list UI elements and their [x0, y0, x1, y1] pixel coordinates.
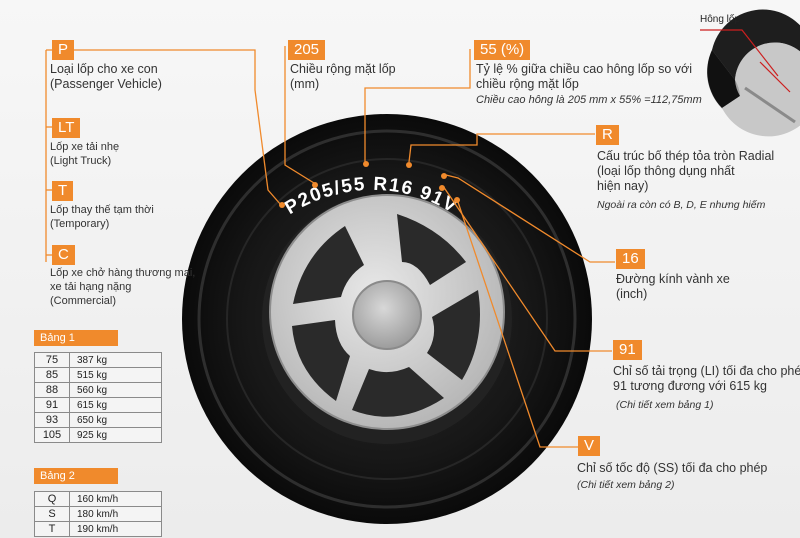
desc-lt-line-2: (Light Truck)	[50, 155, 112, 167]
sidewall-inset	[700, 9, 800, 137]
table2-title: Bảng 2	[34, 468, 118, 484]
callout-dots	[279, 161, 460, 208]
desc-width-line-2: (mm)	[290, 77, 320, 91]
wheel-rim	[269, 194, 505, 430]
desc-p-line-1: Loại lốp cho xe con	[50, 62, 158, 76]
desc-load-line-2: 91 tương đương với 615 kg	[613, 379, 767, 393]
desc-width-line-1: Chiều rộng mặt lốp	[290, 62, 396, 76]
table-cell-value: 515 kg	[69, 367, 162, 383]
tag-t: T	[52, 181, 74, 201]
desc-width: Chiều rộng mặt lốp (mm)	[290, 62, 396, 92]
desc-radial-line-2: (loại lốp thông dụng nhất	[597, 164, 735, 178]
tag-speed: V	[578, 436, 601, 456]
tag-rim: 16	[616, 249, 645, 269]
tag-p: P	[52, 40, 75, 60]
table-cell-code: 75	[34, 352, 70, 368]
desc-speed-line-1: Chỉ số tốc độ (SS) tối đa cho phép	[577, 461, 768, 475]
desc-p-line-2: (Passenger Vehicle)	[50, 77, 162, 91]
desc-c-line-1: Lốp xe chở hàng thương mại,	[50, 267, 196, 279]
desc-ratio-line-1: Tỷ lệ % giữa chiều cao hông lốp so với	[476, 62, 692, 76]
desc-t-line-2: (Temporary)	[50, 218, 110, 230]
table-cell-code: 88	[34, 382, 70, 398]
desc-radial-line-1: Cấu trúc bố thép tỏa tròn Radial	[597, 149, 775, 163]
table-cell-value: 615 kg	[69, 397, 162, 413]
table-cell-code: 91	[34, 397, 70, 413]
hub-cap	[352, 280, 422, 350]
table-cell-code: 85	[34, 367, 70, 383]
table-cell-value: 925 kg	[69, 427, 162, 443]
note-load: (Chi tiết xem bảng 1)	[616, 399, 714, 411]
note-ratio: Chiều cao hông là 205 mm x 55% =112,75mm	[476, 94, 702, 106]
tag-width: 205	[288, 40, 326, 60]
desc-ratio-line-2: chiều rộng mặt lốp	[476, 77, 579, 91]
desc-lt: Lốp xe tải nhẹ (Light Truck)	[50, 140, 119, 168]
desc-radial: Cấu trúc bố thép tỏa tròn Radial (loại l…	[597, 149, 774, 194]
desc-c-line-3: (Commercial)	[50, 295, 116, 307]
tag-radial: R	[596, 125, 619, 145]
tag-lt: LT	[52, 118, 81, 138]
desc-ratio: Tỷ lệ % giữa chiều cao hông lốp so với c…	[476, 62, 692, 92]
sidewall-label: Hông lốp	[700, 14, 741, 25]
note-speed: (Chi tiết xem bảng 2)	[577, 479, 675, 491]
note-radial: Ngoài ra còn có B, D, E nhưng hiếm	[597, 199, 766, 211]
table-cell-code: Q	[34, 491, 70, 507]
desc-load: Chỉ số tải trọng (LI) tối đa cho phép 91…	[613, 364, 800, 394]
desc-t-line-1: Lốp thay thế tạm thời	[50, 204, 154, 216]
desc-rim-line-1: Đường kính vành xe	[616, 272, 730, 286]
table-cell-value: 650 kg	[69, 412, 162, 428]
tag-load: 91	[613, 340, 642, 360]
table-cell-value: 560 kg	[69, 382, 162, 398]
table-cell-code: S	[34, 506, 70, 522]
desc-lt-line-1: Lốp xe tải nhẹ	[50, 141, 120, 153]
tag-ratio: 55 (%)	[474, 40, 531, 60]
table-cell-code: 105	[34, 427, 70, 443]
desc-c: Lốp xe chở hàng thương mại, xe tải hạng …	[50, 266, 195, 308]
desc-c-line-2: xe tải hạng nặng	[50, 281, 132, 293]
table-cell-value: 180 km/h	[69, 506, 162, 522]
desc-t: Lốp thay thế tạm thời (Temporary)	[50, 203, 154, 231]
desc-speed: Chỉ số tốc độ (SS) tối đa cho phép	[577, 461, 767, 476]
desc-p: Loại lốp cho xe con (Passenger Vehicle)	[50, 62, 162, 92]
tag-c: C	[52, 245, 75, 265]
callout-lines	[45, 46, 615, 448]
table-cell-value: 190 km/h	[69, 521, 162, 537]
table-cell-code: T	[34, 521, 70, 537]
desc-radial-line-3: hiện nay)	[597, 179, 649, 193]
desc-rim: Đường kính vành xe (inch)	[616, 272, 730, 302]
desc-rim-line-2: (inch)	[616, 287, 648, 301]
desc-load-line-1: Chỉ số tải trọng (LI) tối đa cho phép	[613, 364, 800, 378]
table-cell-code: 93	[34, 412, 70, 428]
table-cell-value: 160 km/h	[69, 491, 162, 507]
table1-title: Bảng 1	[34, 330, 118, 346]
rim-spoke-gaps	[292, 214, 480, 417]
table-cell-value: 387 kg	[69, 352, 162, 368]
